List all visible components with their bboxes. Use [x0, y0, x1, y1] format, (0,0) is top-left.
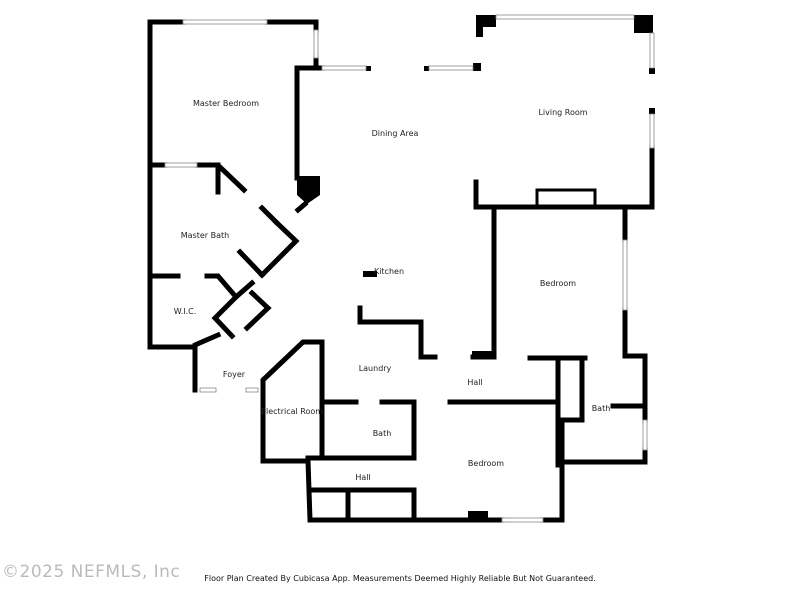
- room-label-bedroom: Bedroom: [540, 279, 576, 288]
- room-label-master-bedroom: Master Bedroom: [193, 99, 259, 108]
- room-labels: Master Bedroom Dining Area Living Room M…: [174, 99, 611, 482]
- room-label-wic: W.I.C.: [174, 307, 197, 316]
- room-label-laundry: Laundry: [359, 364, 392, 373]
- credit-text: Floor Plan Created By Cubicasa App. Meas…: [204, 574, 596, 583]
- walls: [147, 15, 655, 523]
- room-label-master-bath: Master Bath: [181, 231, 229, 240]
- room-label-living-room: Living Room: [538, 108, 587, 117]
- room-label-hall: Hall: [355, 473, 370, 482]
- watermark: ©2025 NEFMLS, Inc: [2, 562, 181, 582]
- windows: [164, 14, 655, 523]
- room-label-electrical-room: Electrical Room: [261, 407, 323, 416]
- room-label-dining-area: Dining Area: [372, 129, 419, 138]
- room-label-kitchen: Kitchen: [374, 267, 404, 276]
- room-label-bedroom: Bedroom: [468, 459, 504, 468]
- room-label-hall: Hall: [467, 378, 482, 387]
- room-label-bath: Bath: [592, 404, 611, 413]
- room-label-bath: Bath: [373, 429, 392, 438]
- room-label-foyer: Foyer: [223, 370, 246, 379]
